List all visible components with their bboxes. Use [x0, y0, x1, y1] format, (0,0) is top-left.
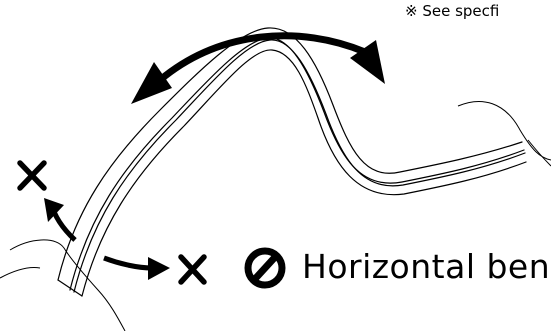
ground-line-right-lower — [527, 139, 551, 167]
cable-outline-inner — [81, 49, 527, 297]
circle-slash-icon — [244, 247, 286, 289]
bend-direction-arrow — [131, 32, 385, 104]
cable-end-left — [57, 279, 83, 297]
arrowhead-right — [350, 40, 385, 84]
twist-arrowhead-right — [148, 257, 170, 280]
double-headed-curved-arrow-icon — [156, 32, 369, 84]
twist-arrowhead-up — [44, 198, 64, 222]
x-mark-icon — [178, 254, 207, 285]
twist-arrow-lower — [103, 255, 153, 271]
specification-note: ※ See specfi — [405, 2, 500, 20]
arrowhead-left — [131, 62, 172, 104]
cable-inner-line-2 — [73, 39, 526, 293]
prohibited-twist — [17, 160, 207, 285]
ground-line-left — [9, 239, 126, 332]
bend-caption: Horizontal ben — [302, 247, 551, 286]
ground-contours — [0, 100, 551, 332]
cable-outline-outer — [57, 27, 523, 281]
ground-line-lower — [0, 267, 41, 279]
x-mark-icon — [17, 160, 47, 191]
